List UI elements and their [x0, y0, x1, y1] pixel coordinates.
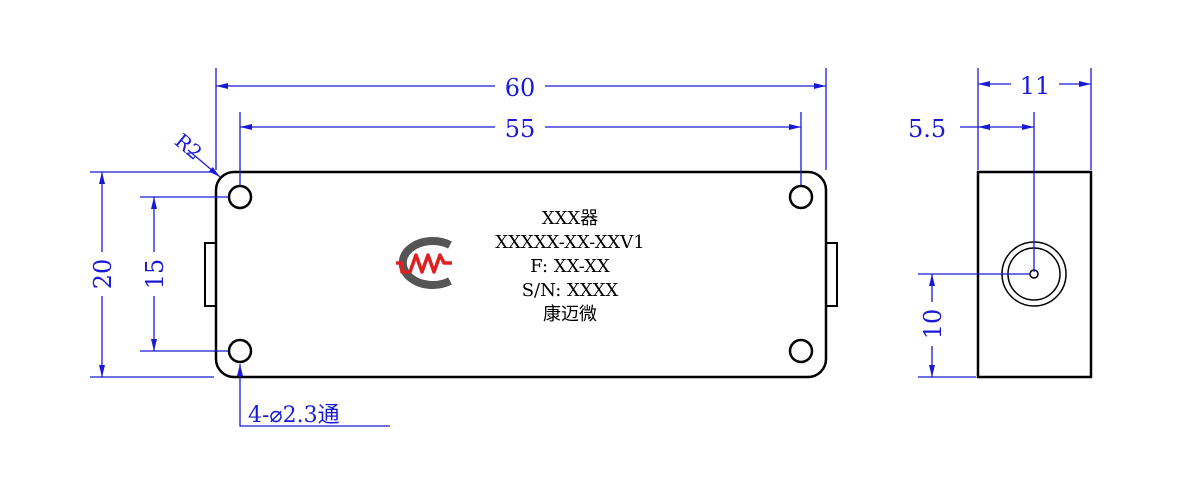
front-body-outline	[214, 170, 828, 379]
front-view-dimensions: 60 55 20 15 R2 4-⌀2.3通	[88, 68, 827, 428]
dim-connector-offset-x: 5.5	[908, 115, 946, 143]
product-name: XXX器	[542, 208, 598, 229]
dim-hole-callout: 4-⌀2.3通	[248, 403, 340, 428]
right-tab	[825, 242, 838, 307]
serial-number: S/N: XXXX	[522, 280, 619, 301]
front-view: XXX器 XXXXX-XX-XXV1 F: XX-XX S/N: XXXX 康迈…	[204, 170, 838, 379]
corner-radius-leader	[187, 149, 221, 178]
dim-overall-length: 60	[505, 74, 536, 102]
hole-callout-leader	[237, 364, 246, 427]
side-view-dimensions: 11 5.5 10	[908, 68, 1092, 378]
dim-hole-spacing-y: 15	[141, 259, 169, 290]
model-number: XXXXX-XX-XXV1	[495, 232, 644, 253]
dim-side-width: 11	[1020, 72, 1051, 100]
brand-name: 康迈微	[543, 304, 597, 325]
dim-connector-offset-y: 10	[919, 309, 947, 340]
frequency-label: F: XX-XX	[530, 256, 610, 277]
mounting-hole-bottom-left	[227, 338, 253, 364]
left-tab	[204, 242, 217, 307]
dim-corner-radius: R2	[170, 129, 207, 165]
dim-hole-spacing-x: 55	[505, 115, 536, 143]
mounting-hole-top-left	[227, 184, 253, 210]
dim-overall-height: 20	[89, 259, 117, 290]
mounting-hole-bottom-right	[788, 338, 814, 364]
mounting-hole-top-right	[788, 184, 814, 210]
company-logo-icon	[396, 237, 452, 289]
